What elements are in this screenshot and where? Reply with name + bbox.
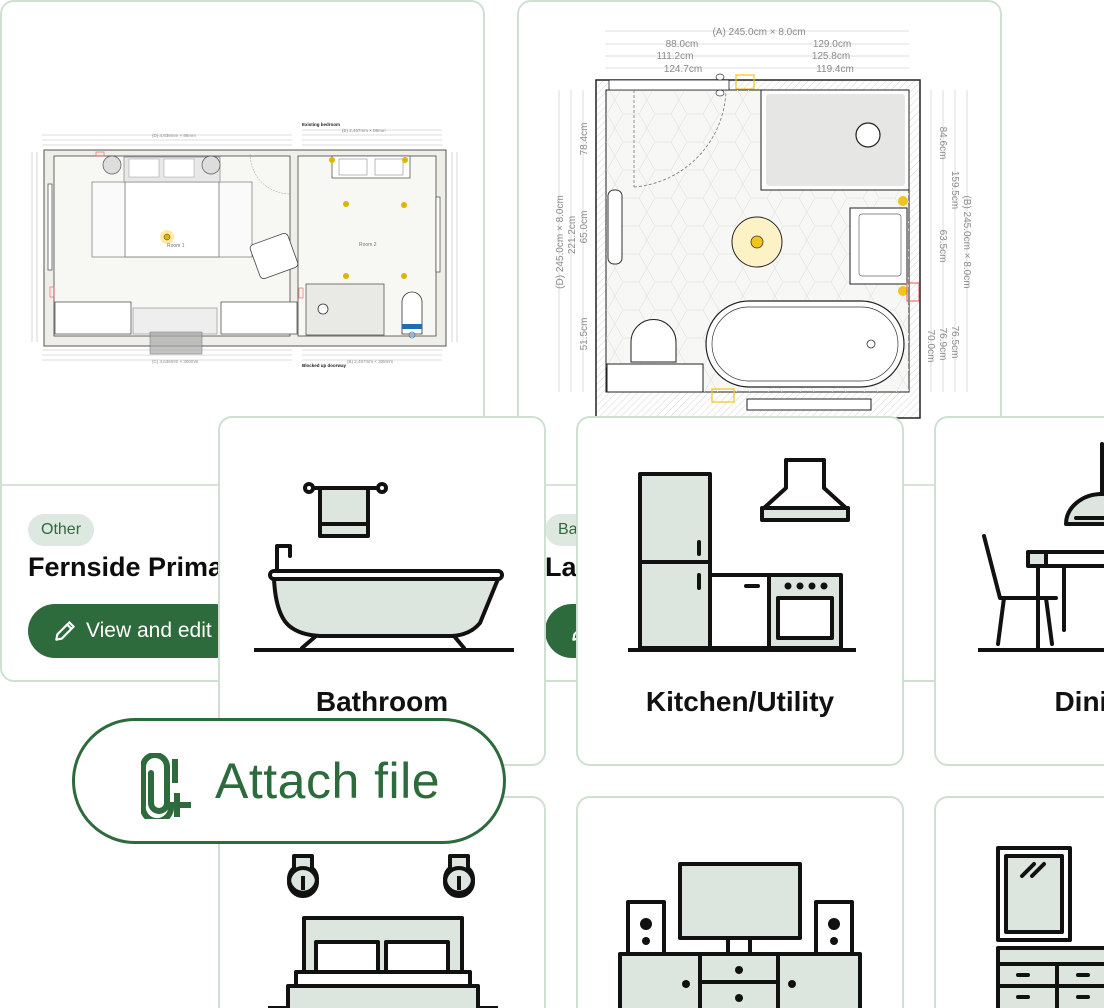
attach-file-label: Attach file: [215, 753, 441, 809]
room-type-label: Bathroom: [315, 686, 449, 717]
project-title: La: [545, 552, 577, 582]
svg-text:221.2cm: 221.2cm: [567, 216, 578, 254]
room-type-living-room[interactable]: [576, 796, 904, 1008]
dim-label: (D) 4,636mm × 86mm: [152, 133, 196, 138]
svg-text:63.5cm: 63.5cm: [937, 230, 948, 263]
room-type-label: Kitchen/Utility: [645, 686, 835, 717]
floor-plan-thumbnail[interactable]: (A) 245.0cm × 8.0cm 88.0cm 129.0cm 111.2…: [519, 2, 1000, 486]
floor-plan-drawing: (D) 4,636mm × 86mm Existing bedroom (E) …: [31, 122, 458, 368]
svg-text:(B) 2,487mm × 308mm: (B) 2,487mm × 308mm: [347, 359, 393, 364]
view-and-edit-button[interactable]: View and edit: [28, 604, 242, 658]
floor-plan-drawing: (A) 245.0cm × 8.0cm 88.0cm 129.0cm 111.2…: [555, 27, 972, 419]
pencil-icon: [55, 621, 75, 641]
svg-text:159.5cm: 159.5cm: [949, 171, 960, 209]
svg-text:88.0cm: 88.0cm: [666, 39, 699, 50]
svg-text:Room 2: Room 2: [359, 242, 377, 248]
room-type-dining[interactable]: Dining: [934, 416, 1104, 766]
room-type-kitchen-utility[interactable]: Kitchen/Utility: [576, 416, 904, 766]
attach-file-button[interactable]: Attach file: [72, 718, 506, 844]
svg-text:129.0cm: 129.0cm: [813, 39, 851, 50]
svg-text:84.6cm: 84.6cm: [937, 127, 948, 160]
bedroom-icon: [268, 854, 498, 1008]
svg-text:119.4cm: 119.4cm: [816, 64, 854, 75]
floor-plan-thumbnail[interactable]: (D) 4,636mm × 86mm Existing bedroom (E) …: [2, 2, 483, 486]
note-blocked-doorway: Blocked up doorway: [302, 363, 347, 368]
paperclip-plus-icon: [141, 753, 191, 819]
svg-text:111.2cm: 111.2cm: [657, 51, 694, 62]
living-room-icon: [618, 862, 862, 1008]
svg-text:78.4cm: 78.4cm: [579, 123, 590, 156]
svg-text:(E) 2,457mm × 86mm: (E) 2,457mm × 86mm: [342, 128, 386, 133]
svg-text:76.5cm: 76.5cm: [949, 326, 960, 359]
svg-text:(C) 4,636mm × 300mm: (C) 4,636mm × 300mm: [152, 359, 199, 364]
room-label: Room 1: [167, 243, 185, 249]
kitchen-icon: [628, 458, 856, 652]
svg-text:70.0cm: 70.0cm: [925, 330, 936, 363]
svg-text:(B) 245.0cm × 8.0cm: (B) 245.0cm × 8.0cm: [961, 195, 972, 288]
room-type-bathroom[interactable]: Bathroom: [218, 416, 546, 766]
svg-text:65.0cm: 65.0cm: [579, 211, 590, 244]
room-type-label: Dining: [1054, 686, 1104, 717]
dim-label: (A) 245.0cm × 8.0cm: [712, 27, 805, 38]
view-and-edit-label: View and edit: [86, 619, 212, 642]
room-type-dressing-room[interactable]: [934, 796, 1104, 1008]
svg-text:51.5cm: 51.5cm: [579, 318, 590, 351]
dressing-room-icon: [996, 846, 1104, 1008]
svg-text:76.9cm: 76.9cm: [937, 328, 948, 361]
project-title: Fernside Primary: [28, 552, 249, 582]
svg-text:(D) 245.0cm × 8.0cm: (D) 245.0cm × 8.0cm: [555, 195, 566, 289]
dining-icon: [978, 442, 1104, 652]
project-tag: Other: [28, 514, 95, 546]
svg-text:124.7cm: 124.7cm: [664, 64, 702, 75]
note-existing-bedroom: Existing bedroom: [302, 122, 340, 127]
project-card[interactable]: (D) 4,636mm × 86mm Existing bedroom (E) …: [0, 0, 485, 682]
bathtub-icon: [254, 482, 514, 652]
svg-text:125.8cm: 125.8cm: [812, 51, 850, 62]
